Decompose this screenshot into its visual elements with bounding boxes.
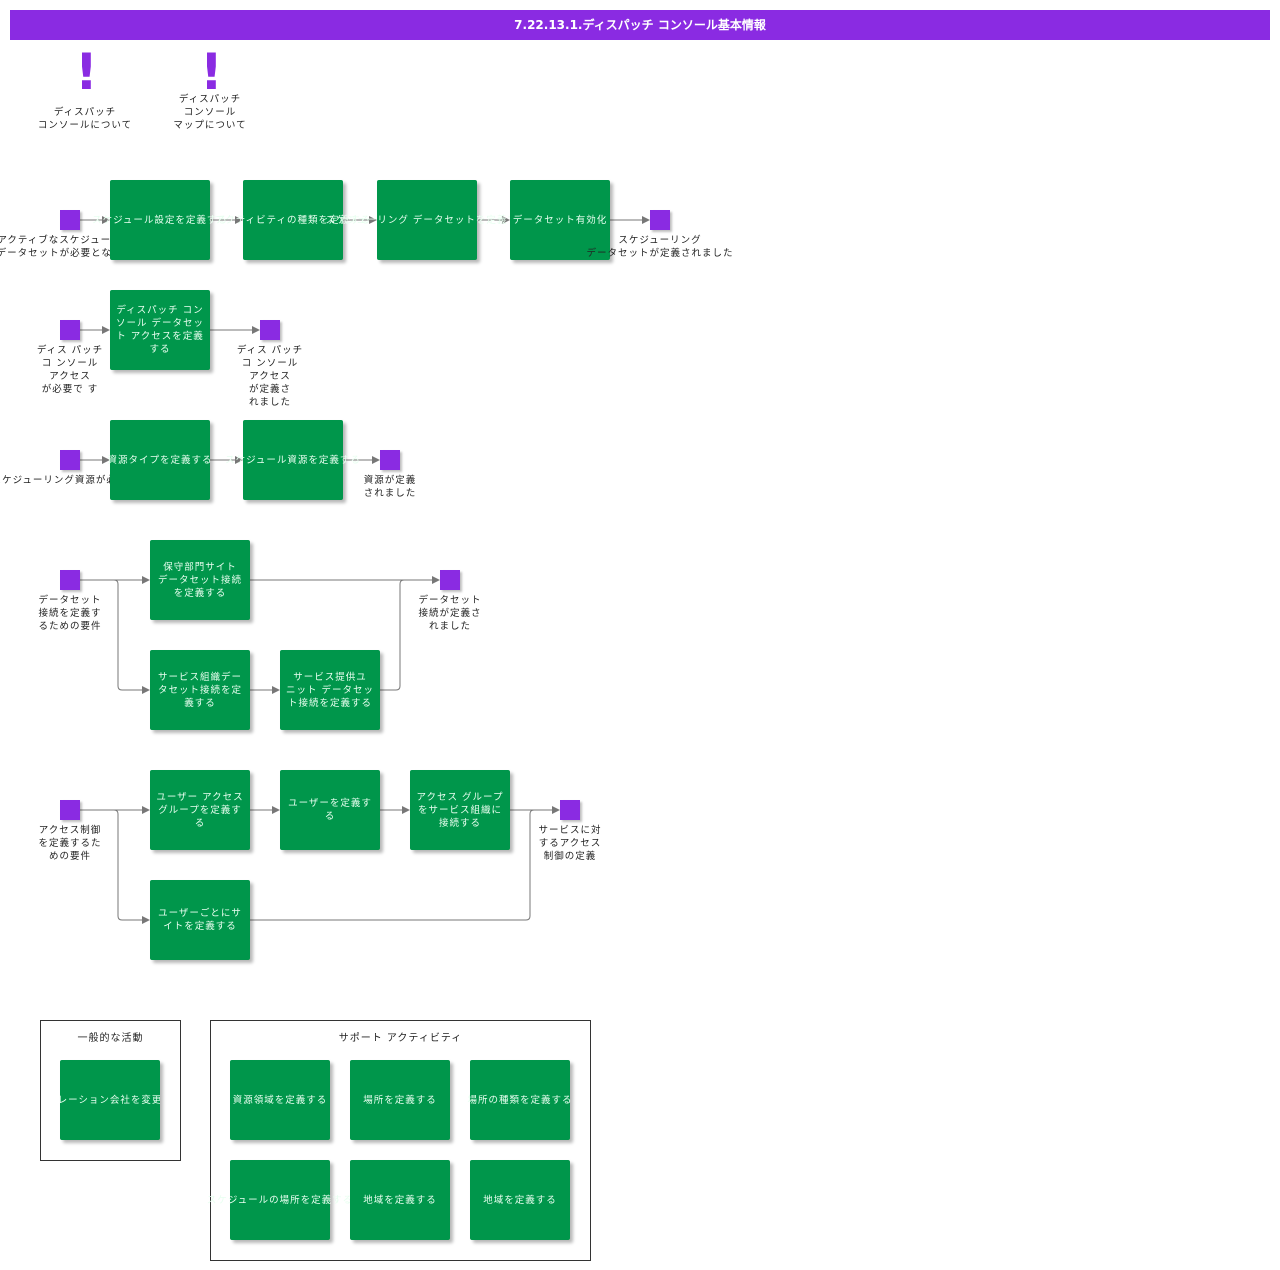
start-event-label: データセット 接続を定義す るための要件: [38, 595, 102, 632]
general-activities-group: 一般的な活動: [40, 1020, 181, 1161]
activity-box[interactable]: サービス提供ユ ニット データセッ ト接続を定義する: [280, 650, 380, 730]
activity-box[interactable]: ディスパッチ コン ソール データセッ ト アクセスを定義 する: [110, 290, 210, 370]
activity-box[interactable]: ユーザー アクセス グループを定義す る: [150, 770, 250, 850]
group-title: 一般的な活動: [77, 1033, 144, 1044]
activity-box[interactable]: データセット有効化: [510, 180, 610, 260]
activity-box[interactable]: オペレーション会社を変更する: [60, 1060, 160, 1140]
activity-box[interactable]: サービス組織デー タセット接続を定 義する: [150, 650, 250, 730]
page-title: 7.22.13.1.ディスパッチ コンソール基本情報: [10, 10, 1270, 40]
activity-box[interactable]: ユーザーごとにサ イトを定義する: [150, 880, 250, 960]
end-event-label: スケジューリング データセットが定義されました: [586, 235, 734, 259]
activity-box[interactable]: 場所を定義する: [350, 1060, 450, 1140]
connector: [112, 809, 150, 924]
start-event[interactable]: [60, 210, 80, 230]
start-event[interactable]: [60, 450, 80, 470]
info-label[interactable]: ディスパッチ コンソール マップについて: [173, 94, 247, 131]
info-icon[interactable]: !: [75, 43, 98, 101]
start-event[interactable]: [60, 320, 80, 340]
end-event-label: 資源が定義 されました: [363, 475, 417, 499]
start-event[interactable]: [60, 570, 80, 590]
activity-box[interactable]: アクティビティの種類を定義する: [215, 180, 370, 260]
end-event[interactable]: [440, 570, 460, 590]
activity-box[interactable]: 保守部門サイト データセット接続 を定義する: [150, 540, 250, 620]
activity-box[interactable]: 資源タイプを定義する: [108, 420, 212, 500]
info-icon[interactable]: !: [200, 43, 223, 101]
end-event[interactable]: [560, 800, 580, 820]
activity-box[interactable]: スケジューリング データセットを定義する: [326, 180, 527, 260]
end-event-label: サービスに対 するアクセス 制御の定義: [538, 825, 602, 862]
connector: [380, 579, 412, 691]
start-event-label: アクティブなスケジューリング データセットが必要となります: [0, 235, 144, 259]
connector: [112, 579, 150, 694]
activity-box[interactable]: スケジュール設定を定義する: [92, 180, 227, 260]
connector: [250, 809, 540, 921]
activity-box[interactable]: スケジュールの場所を定義する: [207, 1160, 352, 1240]
end-event[interactable]: [380, 450, 400, 470]
activity-box[interactable]: アクセス グループ をサービス組織に 接続する: [410, 770, 510, 850]
activity-box[interactable]: 場所の種類を定義する: [468, 1060, 572, 1140]
group-title: サポート アクティビティ: [338, 1033, 463, 1044]
end-event[interactable]: [650, 210, 670, 230]
start-event[interactable]: [60, 800, 80, 820]
end-event[interactable]: [260, 320, 280, 340]
activity-box[interactable]: 地域を定義する: [470, 1160, 570, 1240]
start-event-label: アクセス制御 を定義するた めの要件: [38, 825, 102, 862]
start-event-label: スケジューリング資源が必要です: [0, 475, 149, 486]
activity-box[interactable]: ユーザーを定義す る: [280, 770, 380, 850]
start-event-label: ディス パッチ コ ンソール アクセス が必要で す: [36, 345, 104, 395]
activity-box[interactable]: 資源領域を定義する: [230, 1060, 330, 1140]
end-event-label: データセット 接続が定義さ れました: [418, 595, 482, 632]
activity-box[interactable]: スケジュール資源を定義する: [225, 420, 360, 500]
support-activities-group: サポート アクティビティ: [210, 1020, 591, 1261]
end-event-label: ディス パッチ コ ンソール アクセス が定義さ れました: [236, 345, 304, 408]
activity-box[interactable]: 地域を定義する: [350, 1160, 450, 1240]
info-label[interactable]: ディスパッチ コンソールについて: [37, 107, 133, 131]
